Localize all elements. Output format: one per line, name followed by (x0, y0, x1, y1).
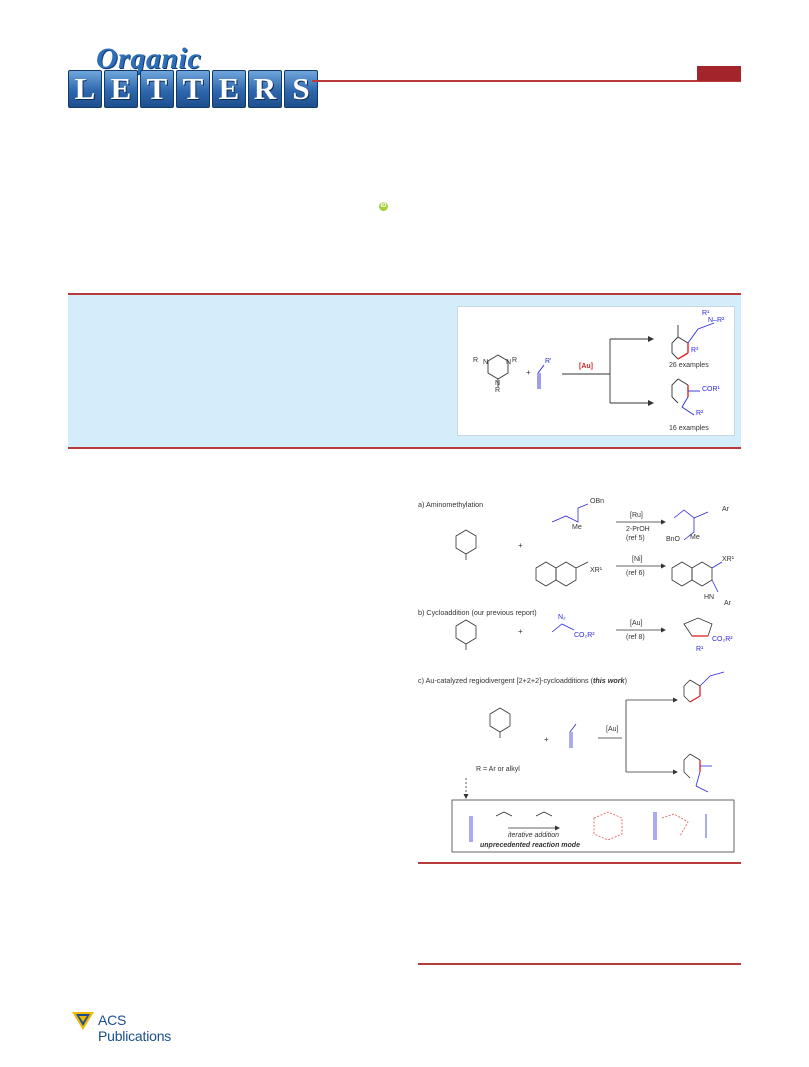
scheme-a-2proh: 2-PrOH (626, 526, 650, 533)
caption-bottom-rule (418, 963, 741, 965)
svg-text:+: + (544, 735, 549, 744)
scheme-b-au: [Au] (630, 620, 643, 627)
abstract-bottom-rule (68, 447, 741, 449)
upper-r3: R³ (691, 347, 699, 354)
scheme-b-co2r2-reactant: CO₂R² (574, 632, 595, 639)
svg-text:+: + (518, 627, 523, 636)
journal-logo-letters: L E T T E R S (68, 70, 318, 108)
toc-catalyst-label: [Au] (579, 363, 593, 370)
scheme-part-c-title: c) Au-catalyzed regiodivergent [2+2+2]-c… (418, 676, 627, 685)
scheme-b-ref8: (ref 8) (626, 634, 645, 641)
lower-cor1: COR¹ (702, 386, 720, 393)
scheme-c-r-definition: R = Ar or alkyl (476, 766, 520, 773)
acs-emblem-icon (72, 1012, 94, 1030)
scheme-b-r1: R¹ (696, 646, 704, 653)
scheme-a-xr1-product: XR¹ (722, 556, 735, 563)
triazine-r-top-right: R (512, 357, 518, 364)
triazine-r-top-left: R (473, 357, 479, 364)
svg-text:+: + (518, 541, 523, 550)
upper-nr2: N–R² (708, 317, 725, 324)
journal-logo-script: Organic (96, 42, 202, 75)
scheme-part-a-title: a) Aminomethylation (418, 500, 484, 509)
svg-text:N: N (506, 359, 511, 366)
svg-text:N: N (495, 380, 500, 387)
scheme-a-ref5: (ref 5) (626, 535, 645, 542)
toc-graphic: N N N + (457, 306, 735, 436)
journal-logo: Organic L E T T E R S (68, 42, 318, 110)
logo-tile: S (284, 70, 318, 108)
logo-tile: T (140, 70, 174, 108)
scheme-figure: + (418, 496, 741, 856)
header-rule (312, 80, 741, 82)
scheme-b-n2: N₂ (558, 614, 566, 621)
toc-scheme: N N N + (483, 322, 715, 416)
scheme-drawing: + (451, 503, 735, 853)
lower-examples-label: 16 examples (669, 425, 709, 432)
scheme-a-bno: BnO (666, 536, 681, 543)
scheme-a-me: Me (572, 524, 582, 531)
scheme-box-mode: unprecedented reaction mode (480, 842, 580, 849)
scheme-a-obn: OBn (590, 498, 605, 505)
scheme-a-ni: [Ni] (632, 556, 643, 563)
svg-text:+: + (526, 368, 531, 377)
logo-tile: R (248, 70, 282, 108)
logo-tile: E (104, 70, 138, 108)
scheme-c-au: [Au] (606, 726, 619, 733)
scheme-a-ru: [Ru] (630, 512, 643, 519)
logo-tile: T (176, 70, 210, 108)
abstract-top-rule (68, 293, 741, 295)
lower-r2: R² (696, 410, 704, 417)
scheme-a-hn: HN (704, 594, 715, 601)
triazine-r-bottom: R (495, 387, 501, 394)
scheme-a-xr1-reactant: XR¹ (590, 567, 603, 574)
scheme-a-ref6: (ref 6) (626, 570, 645, 577)
scheme-a-ar-bottom: Ar (724, 600, 731, 607)
header-accent-tab (697, 66, 741, 81)
upper-examples-label: 26 examples (669, 362, 709, 369)
scheme-part-b-title: b) Cycloaddition (our previous report) (418, 608, 537, 617)
publisher-name: ACS Publications (98, 1012, 172, 1044)
scheme-a-me-product: Me (690, 534, 700, 541)
logo-tile: L (68, 70, 102, 108)
scheme-b-co2r2-product: CO₂R² (712, 636, 733, 643)
svg-text:N: N (483, 359, 488, 366)
scheme-box-iterative: iterative addition (508, 832, 559, 839)
acs-logo: ACS Publications (70, 1008, 200, 1044)
scheme-a-ar-top: Ar (722, 506, 729, 513)
scheme-bottom-rule (418, 862, 741, 864)
upper-r1: R¹ (702, 310, 710, 317)
orcid-icon[interactable]: iD (379, 202, 388, 211)
allene-substituent: R' (545, 358, 552, 365)
logo-tile: E (212, 70, 246, 108)
